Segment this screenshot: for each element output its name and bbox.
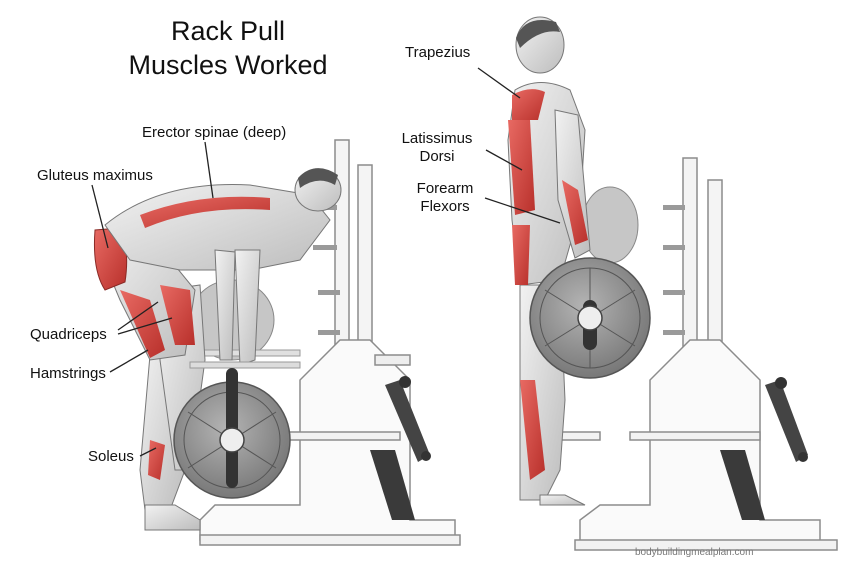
label-latissimus-line-2: Dorsi [419, 148, 455, 165]
label-gluteus-maximus: Gluteus maximus [37, 167, 153, 184]
right-barbell [529, 257, 651, 379]
leader-hamstrings [109, 349, 149, 373]
label-latissimus-line-1: Latissimus [401, 130, 473, 147]
label-soleus: Soleus [88, 448, 134, 465]
site-credit: bodybuildingmealplan.com [635, 547, 754, 558]
label-quadriceps: Quadriceps [30, 326, 107, 343]
label-forearm-line-1: Forearm [416, 180, 474, 197]
leader-soleus [139, 447, 157, 457]
label-forearm-flexors: Forearm Flexors [405, 180, 485, 216]
label-forearm-line-2: Flexors [420, 198, 470, 215]
left-barbell [173, 361, 301, 499]
leader-lines [91, 67, 561, 457]
leader-latissimus [485, 149, 523, 171]
title-line-2: Muscles Worked [128, 50, 328, 80]
left-rack [189, 139, 461, 546]
label-hamstrings: Hamstrings [30, 365, 106, 382]
label-trapezius: Trapezius [405, 44, 471, 61]
title-line-1: Rack Pull [170, 16, 286, 46]
leader-quadriceps-1 [117, 301, 159, 331]
label-erector-spinae: Erector spinae (deep) [142, 124, 287, 141]
diagram-title: Rack Pull Muscles Worked [98, 14, 358, 82]
leader-gluteus [91, 184, 109, 249]
leader-quadriceps-2 [117, 317, 173, 335]
right-back-plate [581, 186, 639, 264]
label-latissimus-dorsi: Latissimus Dorsi [393, 130, 481, 166]
right-rack [539, 157, 838, 551]
leader-trapezius [477, 67, 521, 99]
left-figure [94, 168, 342, 531]
leader-erector [204, 141, 214, 199]
leader-forearm [484, 197, 561, 224]
